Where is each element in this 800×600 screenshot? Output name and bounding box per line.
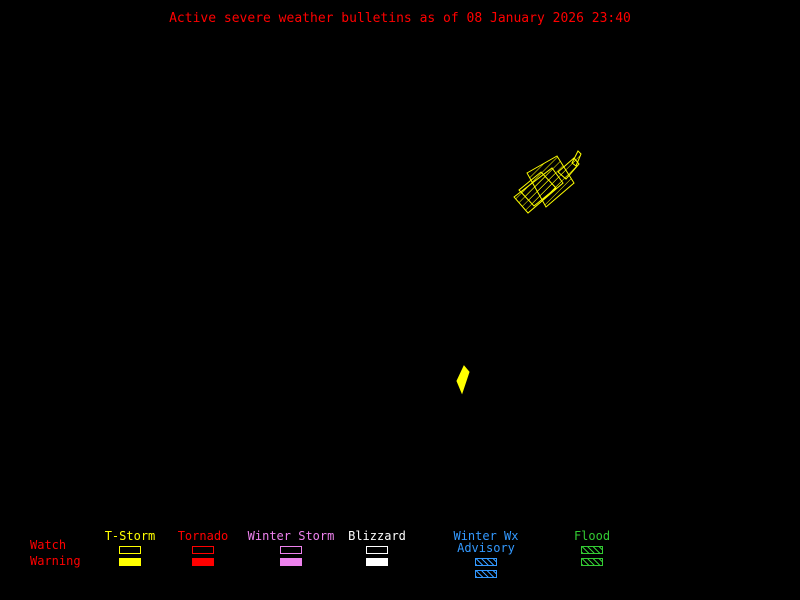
legend-label-tstorm: T-Storm xyxy=(104,529,156,543)
flood-watch-swatch xyxy=(581,546,603,554)
legend-column-tstorm: T-Storm xyxy=(95,530,165,566)
legend-watch-row-label: Watch xyxy=(30,538,67,552)
legend-label-blizzard: Blizzard xyxy=(348,529,406,543)
bulletin-polygon-tstorm-watch xyxy=(518,171,557,207)
legend-label-flood: Flood xyxy=(573,529,611,543)
tornado-watch-swatch xyxy=(192,546,214,554)
tornado-warning-swatch xyxy=(192,558,214,566)
legend-label-winter-storm: Winter Storm xyxy=(247,529,335,543)
bulletin-polygon-tstorm-watch xyxy=(571,150,582,167)
page-title: Active severe weather bulletins as of 08… xyxy=(169,11,631,26)
legend-warning-row-label: Warning xyxy=(30,554,81,568)
legend-column-flood: Flood xyxy=(557,530,627,566)
winter-storm-watch-swatch xyxy=(280,546,302,554)
winter-wx-advisory-watch-swatch xyxy=(475,558,497,566)
blizzard-warning-swatch xyxy=(366,558,388,566)
legend-column-winter-storm: Winter Storm xyxy=(246,530,336,566)
tstorm-warning-swatch xyxy=(119,558,141,566)
legend-column-winter-wx-advisory: Winter Wx Advisory xyxy=(421,530,551,578)
legend-label-tornado: Tornado xyxy=(177,529,229,543)
blizzard-watch-swatch xyxy=(366,546,388,554)
winter-wx-advisory-warning-swatch xyxy=(475,570,497,578)
flood-warning-swatch xyxy=(581,558,603,566)
winter-storm-warning-swatch xyxy=(280,558,302,566)
bulletin-shapes-group xyxy=(456,150,582,395)
legend-column-tornado: Tornado xyxy=(168,530,238,566)
bulletin-polygon-tstorm-warning xyxy=(456,365,470,395)
tstorm-watch-swatch xyxy=(119,546,141,554)
legend-label-winter-wx-advisory: Winter Wx Advisory xyxy=(453,529,519,555)
legend-column-blizzard: Blizzard xyxy=(342,530,412,566)
